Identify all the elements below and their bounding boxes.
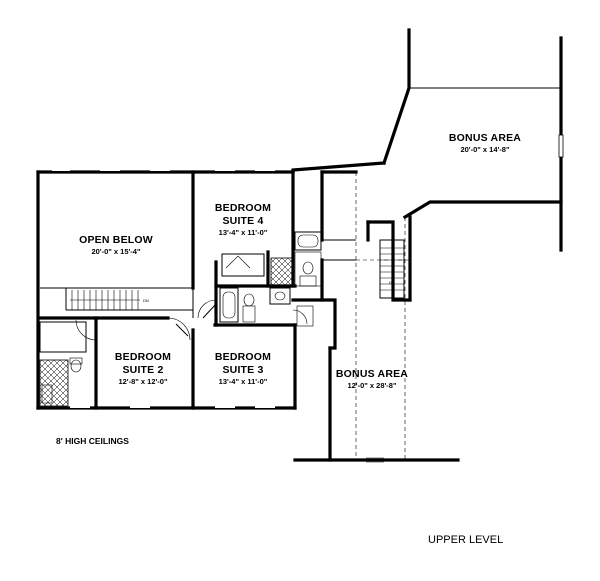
suite-2-dims: 12'-8" x 12'-0": [118, 377, 167, 386]
suite-2-name-line2: SUITE 2: [122, 364, 163, 376]
suite-2-name-line1: BEDROOM: [115, 351, 171, 363]
bonus-area-lower-name: BONUS AREA: [336, 368, 408, 380]
bonus-area-upper-walls: [381, 28, 564, 252]
main-stairs: DN: [40, 287, 193, 311]
level-label: UPPER LEVEL: [428, 534, 503, 546]
suite-4-name-line2: SUITE 4: [222, 215, 263, 227]
bonus-area-upper-dims: 20'-0" x 14'-8": [460, 145, 509, 154]
exterior-walls: [36, 161, 386, 410]
suite-4-dims: 13'-4" x 11'-0": [219, 228, 268, 237]
suite-3-dims: 13'-4" x 11'-0": [219, 377, 268, 386]
stair-dn-label: DN: [389, 280, 395, 285]
suite-4-name-line1: BEDROOM: [215, 202, 271, 214]
bonus-area-upper-name: BONUS AREA: [449, 132, 521, 144]
suite-3-name-line1: BEDROOM: [215, 351, 271, 363]
bonus-area-lower-dims: 12'-0" x 28'-8": [347, 381, 396, 390]
ceiling-note: 8' HIGH CEILINGS: [56, 436, 129, 446]
bathroom-suite-2: [39, 321, 87, 407]
suite-3-name-line2: SUITE 3: [222, 364, 263, 376]
open-below-dims: 20'-0" x 15'-4": [91, 247, 140, 256]
open-below-name: OPEN BELOW: [79, 234, 153, 246]
bonus-area-lower-walls: [293, 170, 460, 463]
window-icon: [558, 134, 564, 158]
hall-bath: [270, 231, 322, 327]
bathroom-suite-3-4: [219, 253, 291, 323]
stair-dn-label: DN: [143, 298, 149, 303]
bonus-stairs: DN: [366, 220, 412, 302]
